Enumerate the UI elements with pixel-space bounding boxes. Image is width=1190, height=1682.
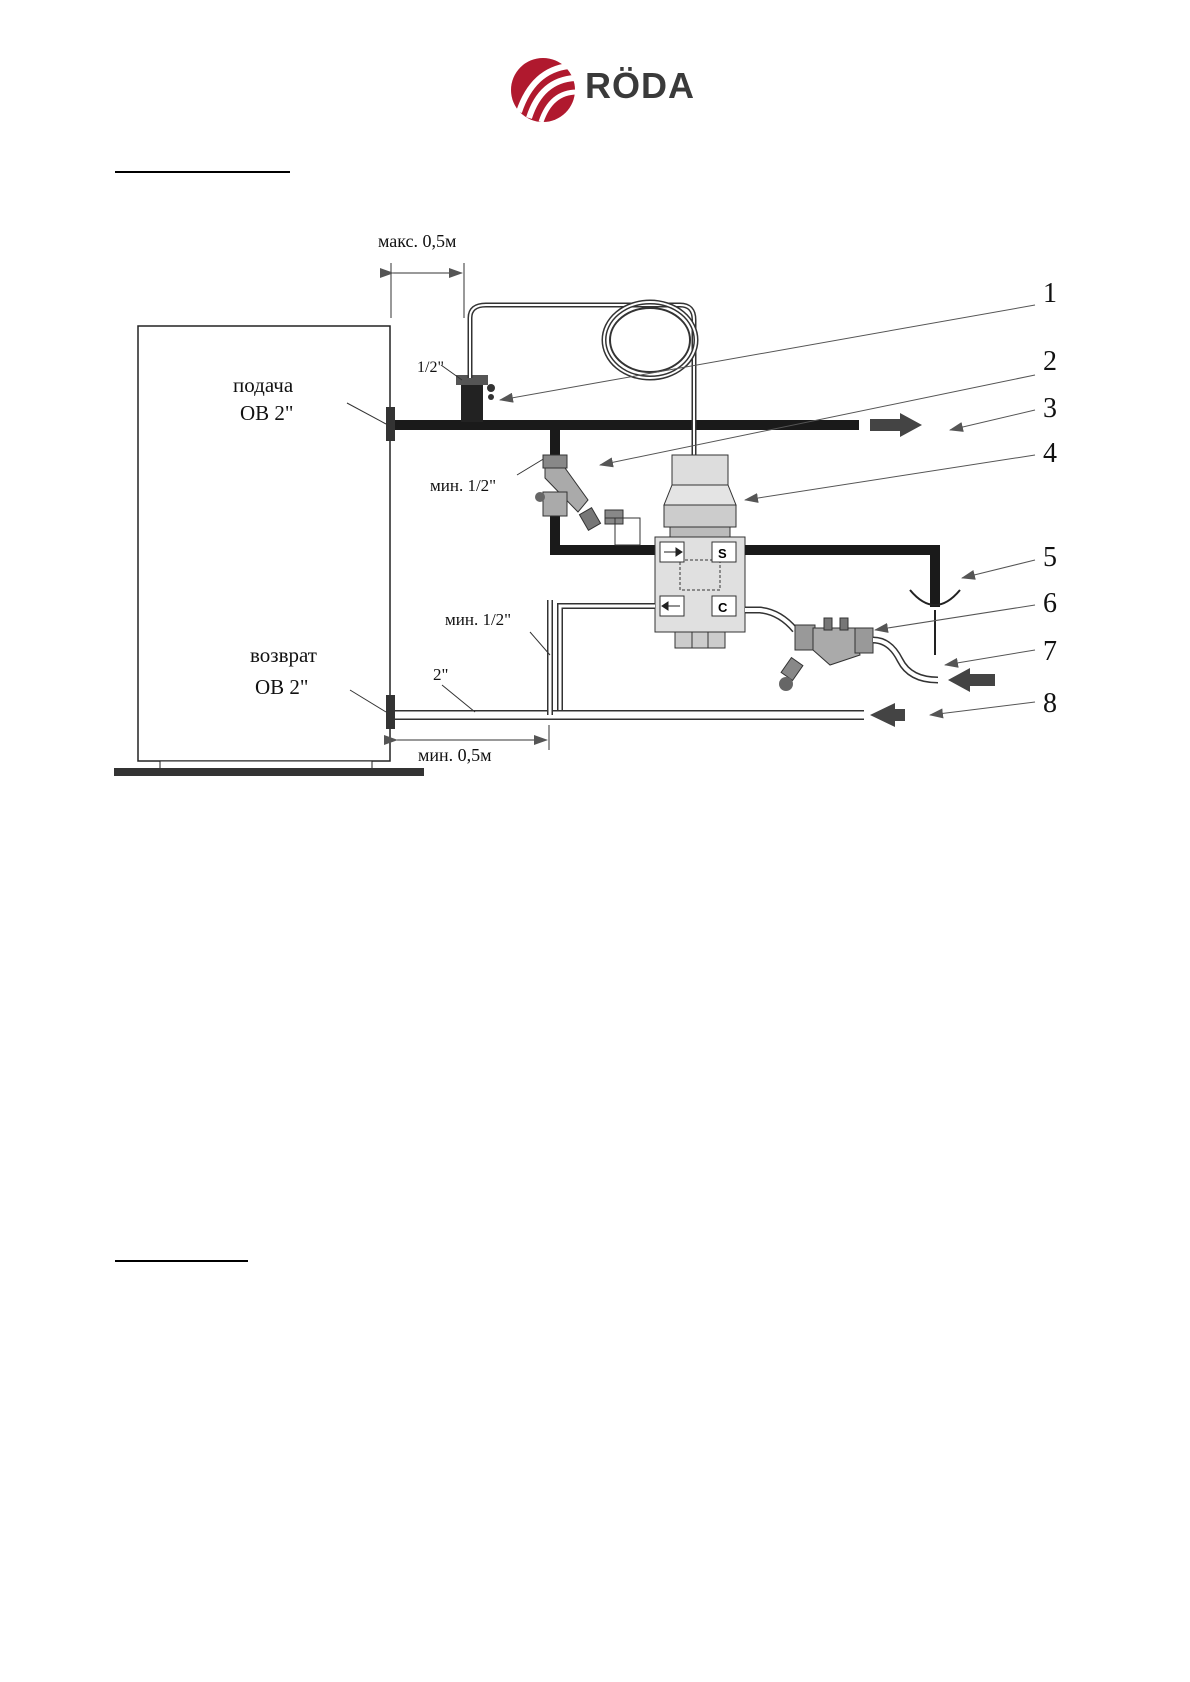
roda-logo-icon [511,58,578,123]
strainer-valve-upper [535,454,641,546]
sensor-pocket [461,380,483,422]
brand-name: RÖDA [585,65,695,106]
callout-1: 1 [1043,278,1057,309]
supply-branch-pipe [550,430,560,460]
max-dimension-label: макс. 0,5м [378,231,456,251]
supply-label: подача [233,373,294,397]
callout-8: 8 [1043,688,1057,719]
mixed-water-pipe [745,545,940,555]
capillary-tube [467,302,697,455]
return-pipe-size-label: 2" [433,665,448,684]
min-dimension-label: мин. 0,5м [418,745,492,765]
return-leader [349,689,387,713]
valve-mark-c: C [718,600,728,615]
thermostatic-actuator [663,454,737,538]
heading-underline-lower [115,1260,248,1262]
hot-water-pipe [395,420,859,430]
sensor-size-label: 1/2" [417,359,444,376]
boiler-base [159,760,373,770]
supply-size-label: ОВ 2" [240,401,294,425]
floor-line [114,768,424,776]
outlet-funnel [909,589,961,606]
hot-outflow-arrow [870,413,922,437]
roda-logo: RÖDA [505,50,705,130]
return-label: возврат [250,643,317,667]
cold-inflow-arrow [948,668,995,692]
strainer-valve-lower [779,617,874,691]
callout-6: 6 [1043,588,1057,619]
cold-inlet-pipe [745,608,797,632]
sensor-cap [456,375,488,385]
branch-size-label: мин. 1/2" [430,476,496,495]
recirc-size-label: мин. 1/2" [445,610,511,629]
supply-leader [346,402,387,425]
valve-mark-s: S [718,546,727,561]
return-inflow-arrow [870,703,905,727]
heading-underline [115,171,290,173]
return-flange [386,695,395,729]
callout-5: 5 [1043,542,1057,573]
callout-2: 2 [1043,346,1057,377]
return-size-label: ОВ 2" [255,675,309,699]
callout-4: 4 [1043,438,1057,469]
callout-7: 7 [1043,636,1057,667]
callout-3: 3 [1043,393,1057,424]
mixing-valve-body: S C [654,536,746,649]
recirculation-pipe [558,604,655,715]
supply-flange [386,407,395,441]
